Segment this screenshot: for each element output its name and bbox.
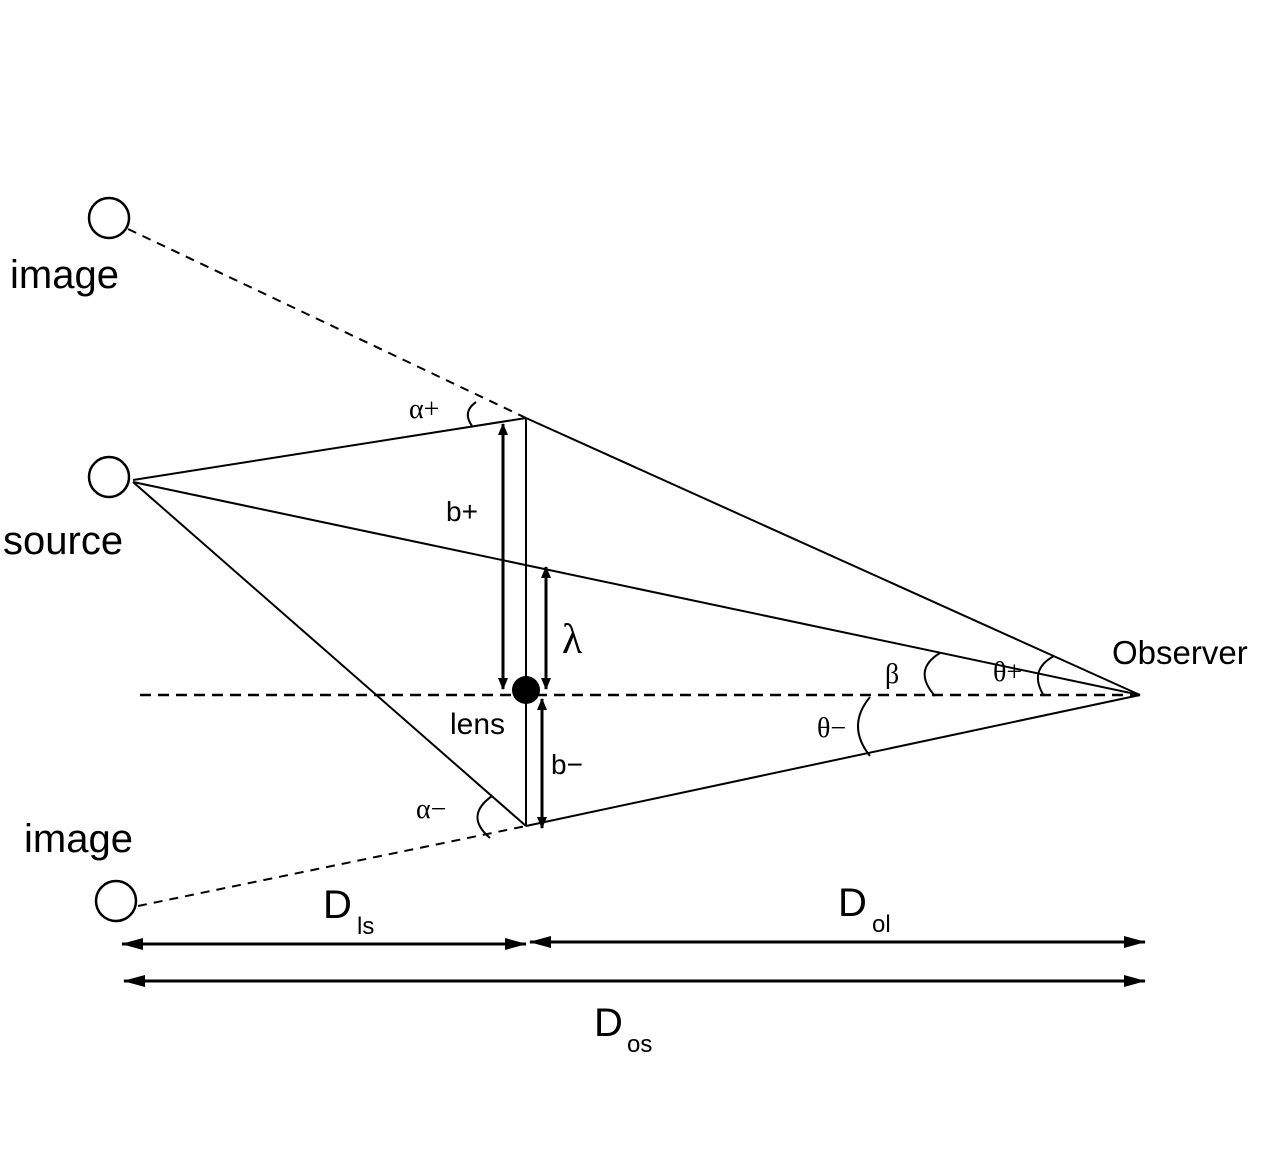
ray-top-deflection-to-observer [525, 417, 1141, 696]
theta-plus-arc [1036, 655, 1055, 697]
image-top-label: image [10, 253, 119, 297]
alpha-plus-arc [466, 401, 477, 427]
D-ol-label: D [838, 881, 867, 925]
alpha-minus-label: α− [416, 794, 446, 825]
bottom-image-circle [94, 879, 138, 923]
beta-label: β [885, 659, 899, 690]
alpha-plus-label: α+ [409, 394, 439, 425]
source-circle [87, 455, 131, 499]
lens-label: lens [450, 708, 505, 741]
alpha-minus-arc [476, 795, 493, 839]
observer-label: Observer [1112, 634, 1248, 671]
bottom-image-sightline [137, 825, 527, 907]
D-os-label: D [594, 1001, 623, 1045]
D-os-subscript: os [627, 1031, 652, 1058]
ray-source-to-observer [132, 481, 1141, 696]
source-label: source [3, 519, 123, 563]
top-image-circle [87, 196, 131, 240]
ray-source-to-top-deflection [132, 417, 527, 481]
D-ol-subscript: ol [872, 911, 891, 938]
D-ls-label: D [323, 883, 352, 927]
ray-bottom-deflection-to-observer [525, 694, 1141, 827]
theta-minus-label: θ− [817, 713, 846, 744]
b-plus-label: b+ [446, 496, 478, 527]
lens-mass [512, 676, 540, 704]
b-minus-label: b− [551, 749, 583, 780]
beta-arc [923, 652, 941, 697]
D-ls-subscript: ls [357, 913, 374, 940]
ray-source-to-bottom-deflection [132, 481, 527, 827]
top-image-sightline [127, 228, 527, 419]
lambda-label: λ [562, 617, 583, 663]
theta-plus-label: θ+ [993, 657, 1022, 688]
image-bottom-label: image [24, 817, 133, 861]
theta-minus-arc [857, 696, 871, 757]
